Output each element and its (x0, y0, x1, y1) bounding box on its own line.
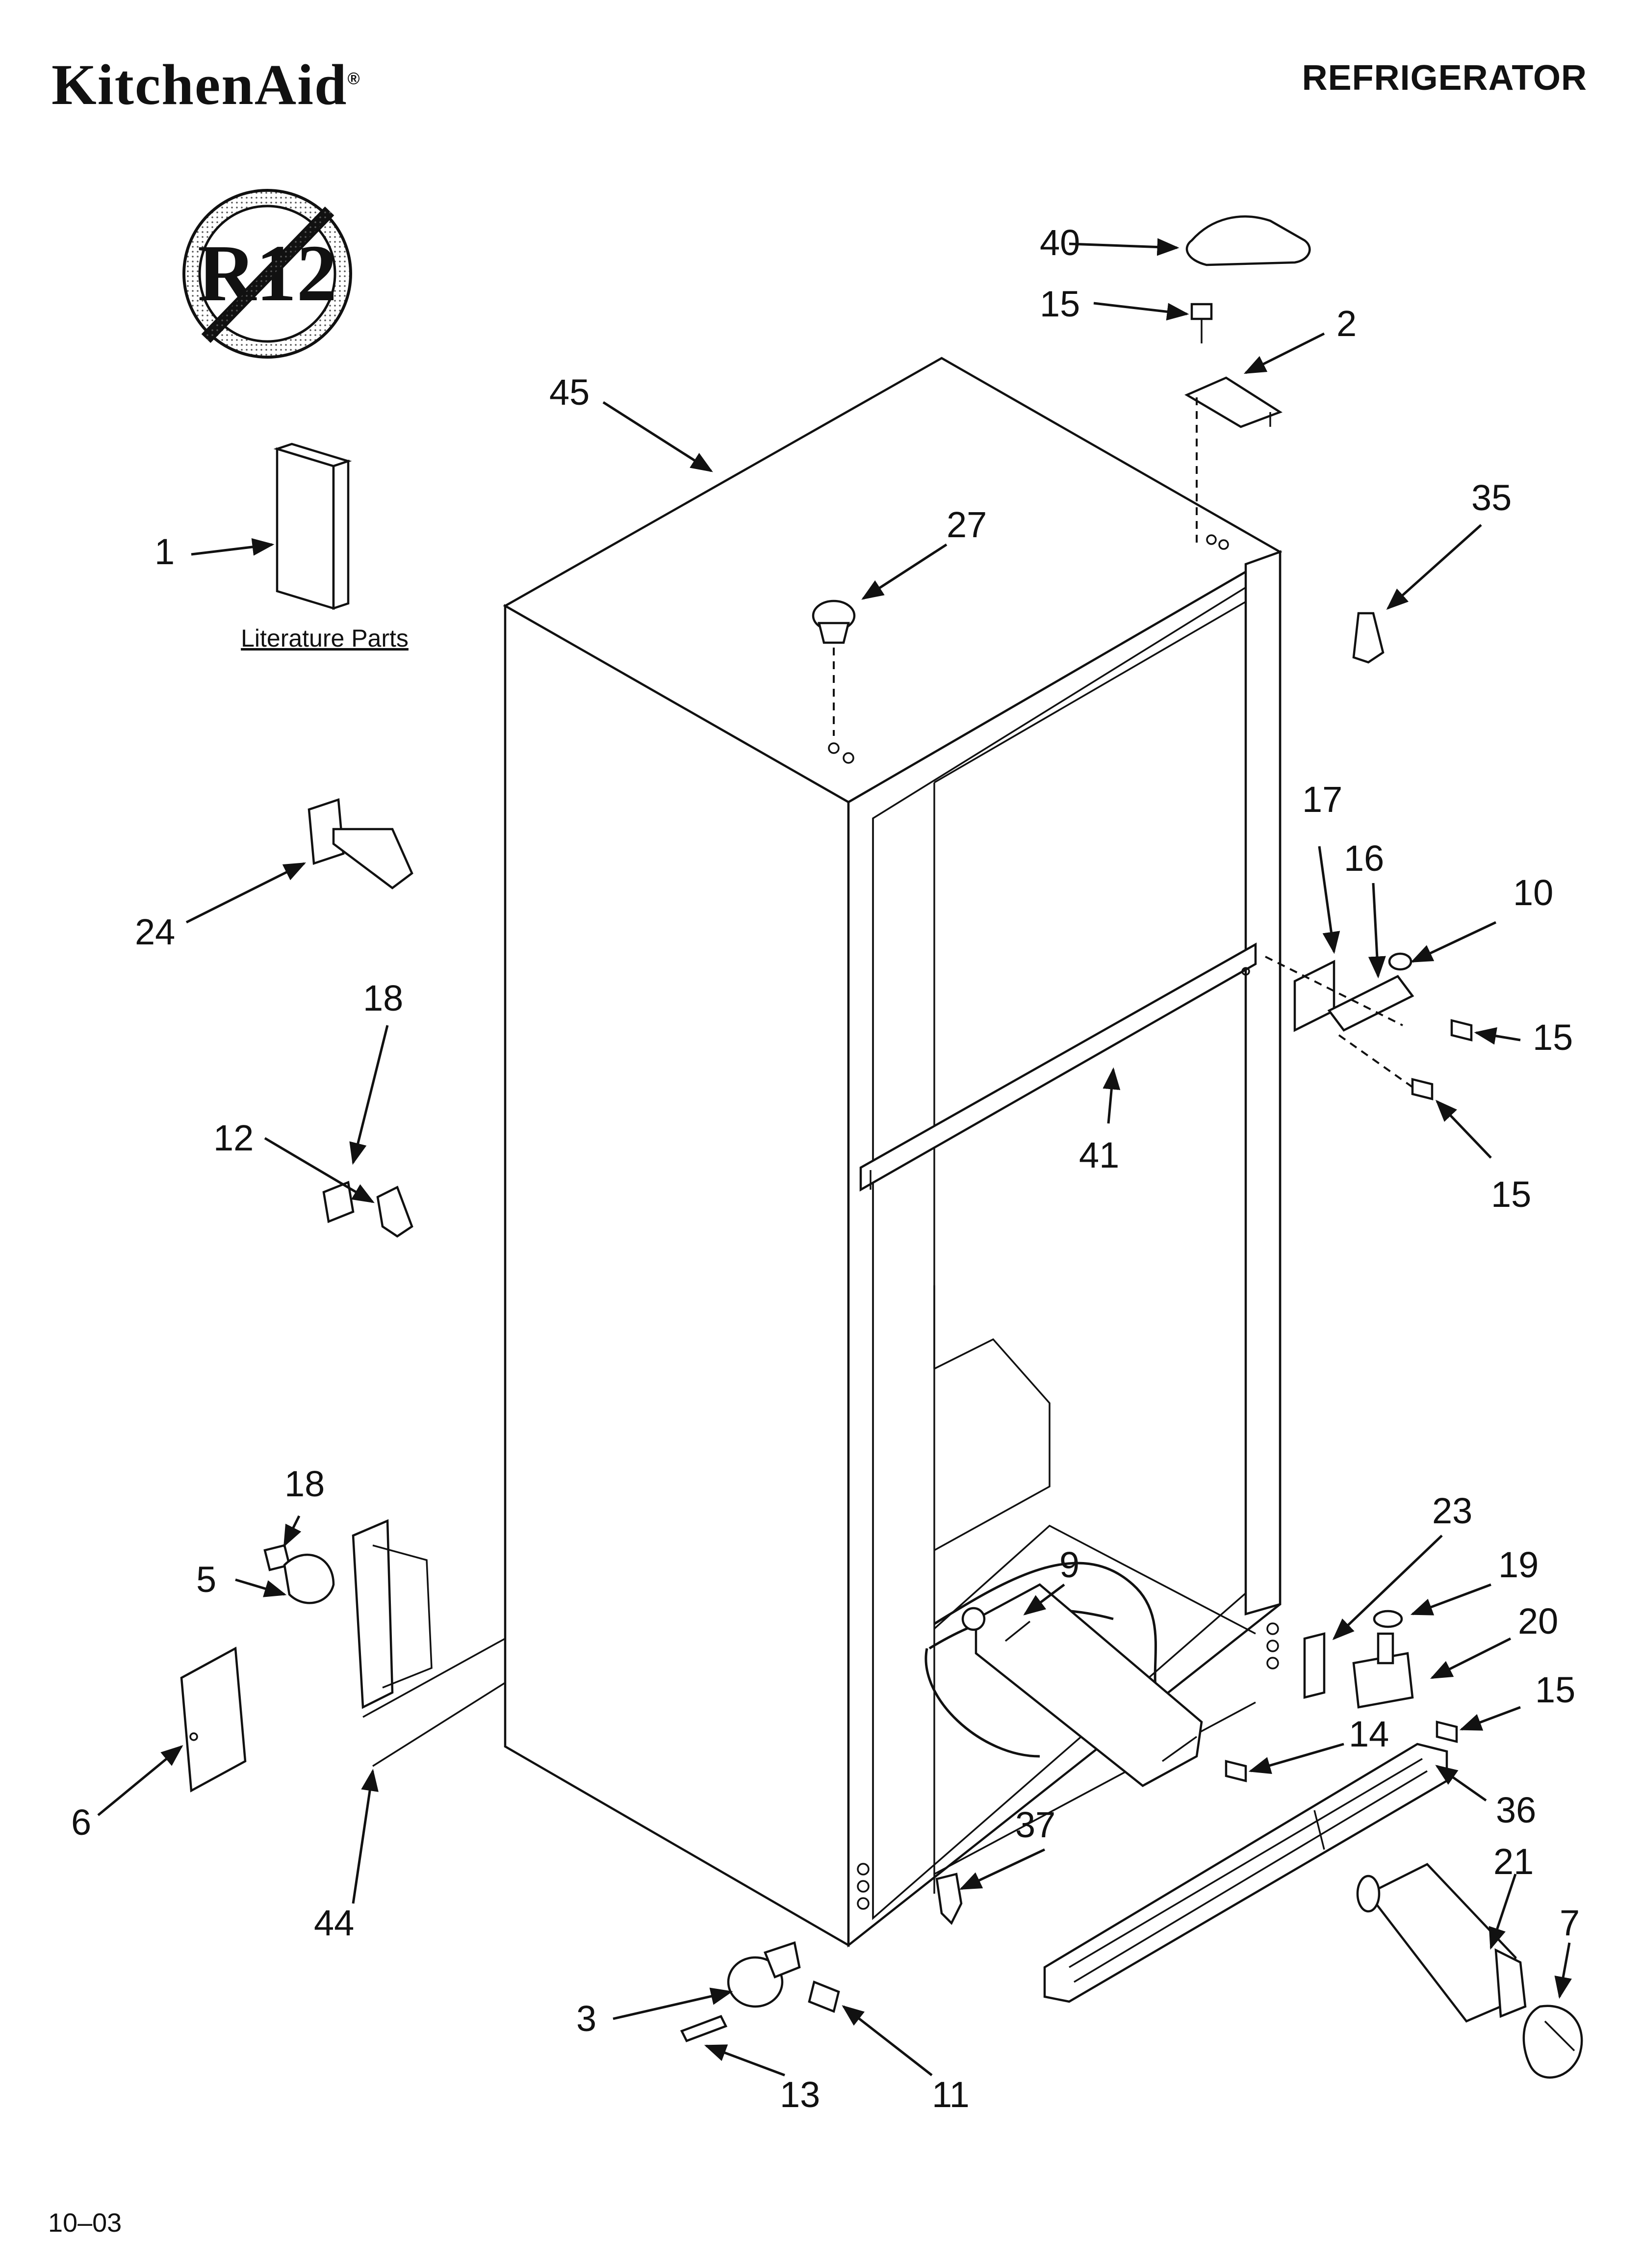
callout-6: 6 (71, 1802, 91, 1843)
shelf-support (308, 798, 413, 889)
callout-13: 13 (780, 2074, 820, 2115)
callout-leaders (97, 238, 1572, 2077)
lower-hinge (1303, 1610, 1414, 1709)
cam-screw (808, 1980, 840, 2013)
cover-panel (180, 1646, 247, 1793)
callout-5: 5 (196, 1559, 216, 1600)
callout-1: 1 (154, 531, 175, 572)
center-rail (859, 942, 1257, 1192)
screw-filter (1225, 1760, 1247, 1782)
hinge-plug (1352, 612, 1385, 664)
callout-40: 40 (1040, 222, 1080, 263)
callout-15-hinge-a: 15 (1533, 1017, 1573, 1058)
brand-text: KitchenAid (51, 52, 348, 117)
callout-35: 35 (1471, 477, 1512, 518)
callout-20: 20 (1518, 1601, 1558, 1642)
callout-45: 45 (549, 372, 590, 413)
callout-18-lower: 18 (284, 1463, 325, 1504)
callout-17: 17 (1302, 779, 1342, 820)
registered-mark: ® (347, 69, 361, 88)
clip (935, 1873, 963, 1925)
callout-18-upper: 18 (363, 978, 403, 1018)
middle-hinge (1265, 952, 1423, 1095)
callout-15-top: 15 (1040, 284, 1080, 324)
water-line-tube (924, 1562, 1203, 1787)
callout-15-hinge-b: 15 (1491, 1174, 1531, 1215)
page-title: REFRIGERATOR (1302, 58, 1587, 98)
callout-37: 37 (1015, 1804, 1055, 1845)
top-hinge (1184, 376, 1283, 545)
lower-hinge-bracket (352, 1519, 506, 1767)
pin (680, 2015, 728, 2042)
brand-logo: KitchenAid® (51, 52, 361, 118)
screw-hinge-a (1450, 1019, 1473, 1042)
screw-top (1190, 303, 1213, 343)
callout-11: 11 (932, 2074, 970, 2115)
callout-14: 14 (1349, 1714, 1389, 1754)
callout-19: 19 (1498, 1544, 1539, 1585)
door-stop (322, 1180, 413, 1238)
literature-parts-label: Literature Parts (241, 625, 409, 652)
hinge-cover (1185, 215, 1311, 266)
callout-9: 9 (1059, 1544, 1079, 1585)
no-r12-icon: R12 (182, 189, 352, 359)
callout-44: 44 (314, 1903, 354, 1943)
callout-21: 21 (1493, 1841, 1534, 1882)
callout-23: 23 (1432, 1490, 1472, 1531)
literature-booklet (273, 443, 352, 610)
screw-hinge-b (1411, 1078, 1434, 1100)
callout-15-lower: 15 (1535, 1669, 1575, 1710)
callout-7: 7 (1560, 1903, 1580, 1943)
callout-27: 27 (947, 504, 987, 545)
filter-cap (1522, 2005, 1583, 2079)
callout-12: 12 (213, 1118, 254, 1158)
callout-3: 3 (576, 1998, 596, 2039)
callout-16: 16 (1344, 838, 1384, 879)
plug-button (812, 600, 856, 736)
water-filter (1356, 1863, 1527, 2023)
screw-lower-hinge (1436, 1721, 1458, 1743)
date-code: 10–03 (48, 2208, 122, 2238)
callout-2: 2 (1336, 303, 1357, 344)
callout-36: 36 (1496, 1790, 1536, 1830)
door-stop-lower (263, 1544, 335, 1604)
callout-10: 10 (1513, 872, 1553, 913)
callout-24: 24 (135, 912, 175, 952)
leveling-cam (727, 1941, 801, 2008)
callout-41: 41 (1079, 1135, 1119, 1175)
